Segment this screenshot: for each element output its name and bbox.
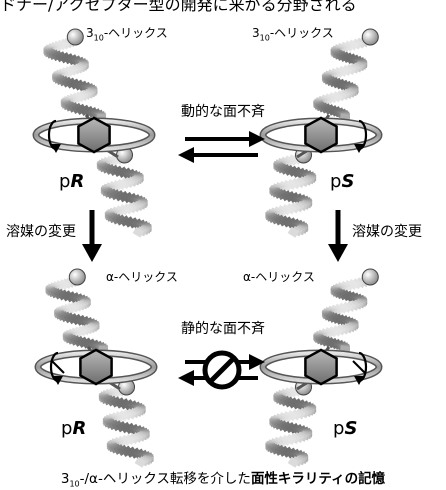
figure-caption: 310-/α-ヘリックス転移を介した面性キラリティの記憶 [60,471,386,489]
helix-end-cap [68,268,86,286]
helix-label-bottom-right: α-ヘリックス [243,270,315,284]
helix-label-bottom-left: α-ヘリックス [106,270,178,284]
helix-end-cap [361,268,379,286]
chirality-label-bottom-left: pR [61,418,87,439]
benzene-ring-icon [304,348,338,386]
panel-bottom-left-helix [34,268,158,468]
benzene-ring-icon [304,116,338,154]
dynamic-planar-chirality-label: 動的な面不斉 [181,104,265,120]
panel-top-right-helix [259,28,383,238]
equilibrium-arrows-top [178,131,265,163]
panel-top-left-helix [32,28,156,238]
solvent-arrow-left [82,210,102,262]
top-cut-text: ドナー/アクセプター型の開発に来がる分野される [0,0,446,18]
helix-end-cap [66,28,84,46]
helix-label-top-right: 310-ヘリックス [252,26,334,43]
panel-bottom-right-helix [259,268,383,468]
chirality-label-bottom-right: pS [333,418,358,439]
chirality-label-top-left: pR [59,171,85,192]
helix-end-cap [361,28,379,46]
solvent-change-label-right: 溶媒の変更 [352,224,422,240]
chirality-label-top-right: pS [330,171,355,192]
no-symbol-icon [202,350,242,390]
solvent-arrow-right [328,210,348,262]
helix-label-top-left: 310-ヘリックス [86,26,168,43]
static-planar-chirality-label: 静的な面不斉 [181,321,265,337]
solvent-change-label-left: 溶媒の変更 [6,224,76,240]
benzene-ring-icon [79,348,113,386]
top-cut-text-label: ドナー/アクセプター型の開発に来がる分野される [0,0,357,14]
benzene-ring-icon [77,116,111,154]
